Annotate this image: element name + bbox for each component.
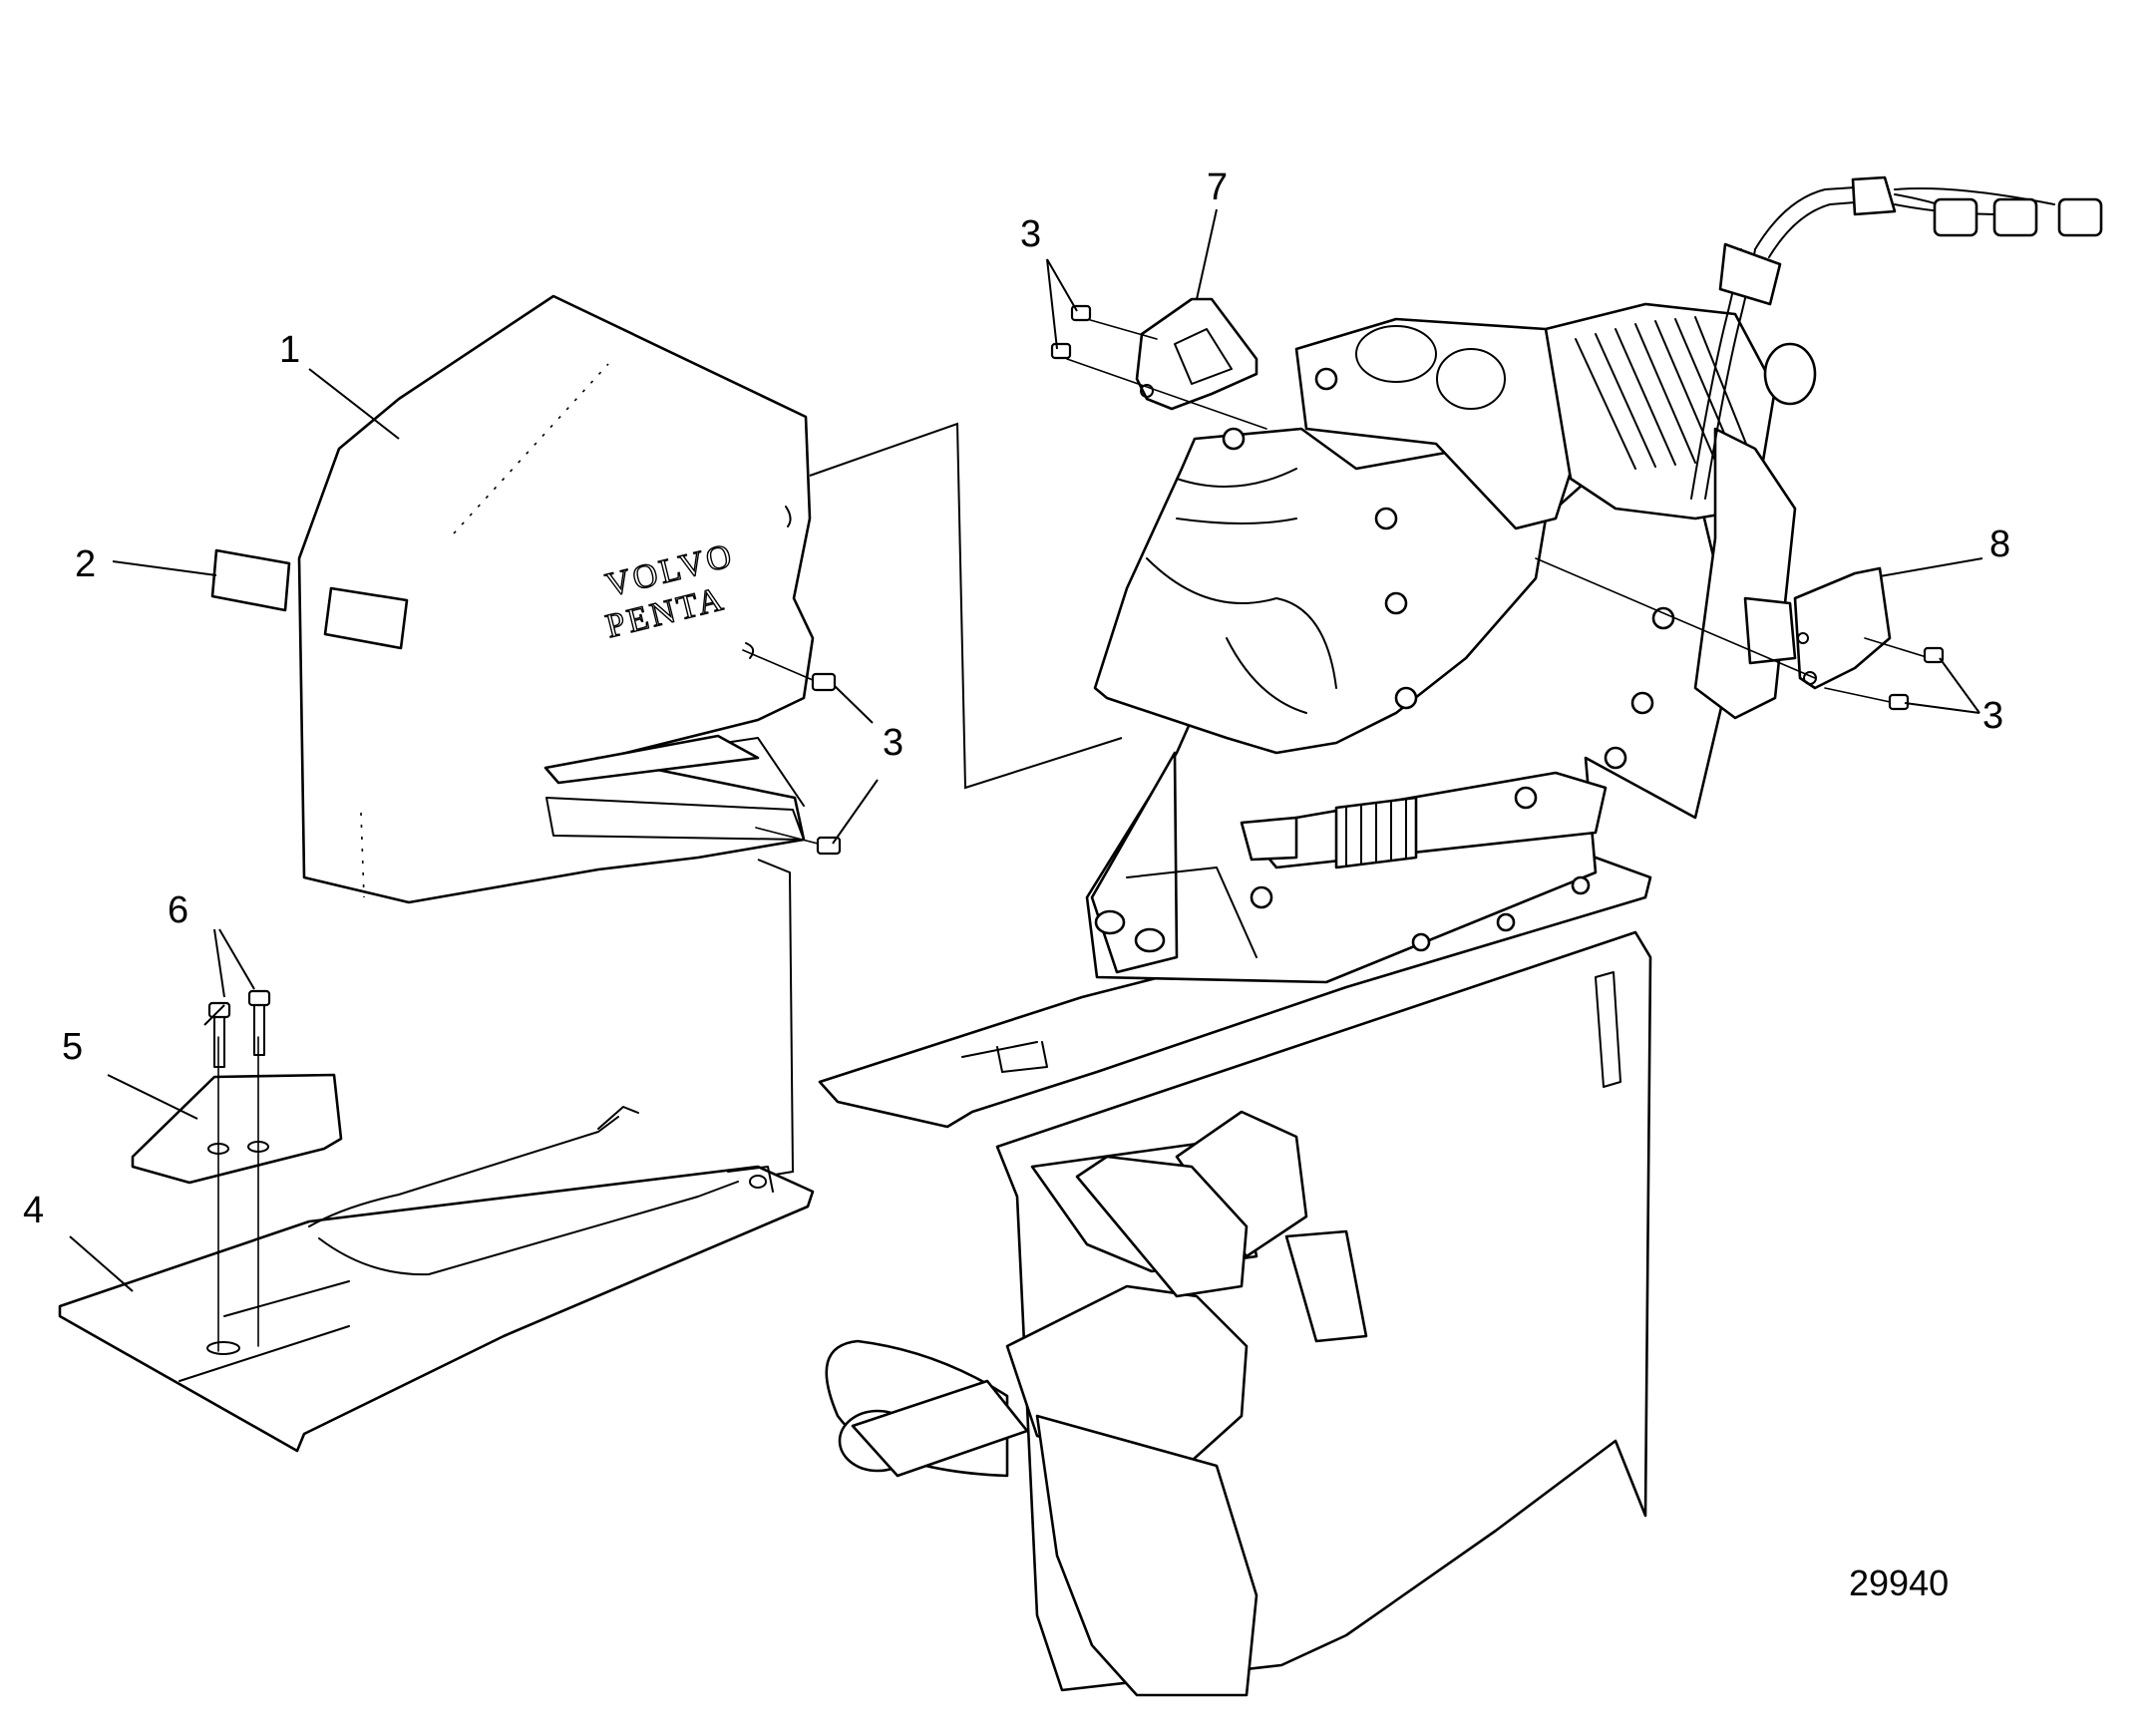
- callout-6: 6: [168, 889, 188, 931]
- callout-leaders: [69, 208, 1983, 1292]
- callout-3-bracket-left: 3: [1020, 213, 1041, 255]
- callout-8: 8: [1989, 523, 2010, 565]
- callout-3-cover: 3: [883, 722, 903, 764]
- callout-1: 1: [279, 329, 300, 371]
- sterndrive-assembly: [818, 175, 2103, 1697]
- bracket-left-part[interactable]: [1050, 297, 1267, 430]
- cover-part[interactable]: VOLVO PENTA: [297, 294, 815, 904]
- callout-3-bracket-right: 3: [1982, 695, 2003, 737]
- bracket-plate-part[interactable]: [131, 1036, 343, 1355]
- callout-5: 5: [62, 1026, 83, 1068]
- callout-labels: 1 2 3 3 3 4 5 6 7 8: [23, 167, 2010, 1231]
- decal-part[interactable]: [210, 548, 409, 650]
- callout-4: 4: [23, 1190, 44, 1231]
- bracket-right-part[interactable]: [1535, 557, 1945, 711]
- figure-number: 29940: [1849, 1562, 1949, 1603]
- callout-2: 2: [75, 543, 96, 585]
- housing-bolts: [1222, 367, 1675, 952]
- propeller: [825, 1110, 1368, 1697]
- callout-7: 7: [1207, 167, 1228, 208]
- bottom-plate-part[interactable]: [58, 1106, 815, 1453]
